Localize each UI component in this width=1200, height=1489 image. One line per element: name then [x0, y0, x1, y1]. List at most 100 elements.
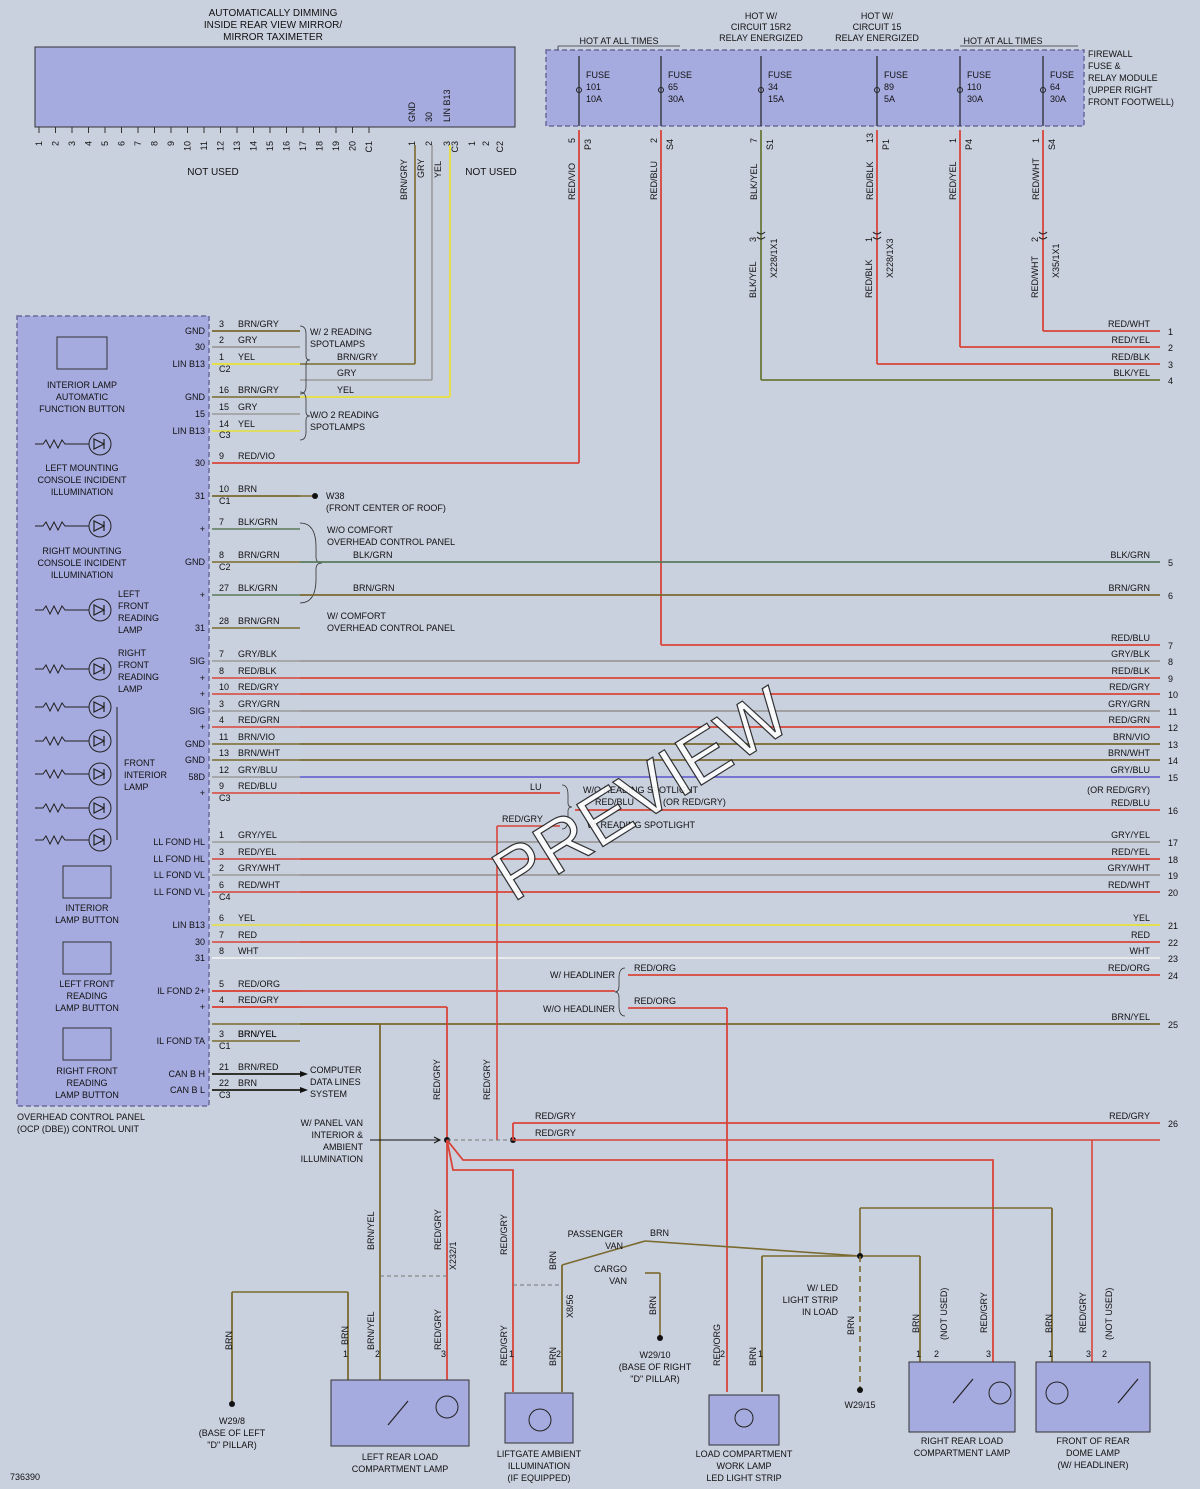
pin-number: 2	[219, 335, 224, 345]
brace	[299, 325, 311, 395]
wire-label: RED/VIO	[567, 163, 577, 200]
pin-number: 6	[219, 913, 224, 923]
switch-icon	[387, 1400, 409, 1426]
right-wire-label: GRY/GRN	[1108, 699, 1150, 709]
pin-number: 7	[219, 930, 224, 940]
ground-label: W29/8	[219, 1416, 245, 1426]
note: W/ 2 READING	[310, 327, 372, 337]
wire-label: RED/GRY	[433, 1309, 443, 1350]
mirror-not-used: NOT USED	[187, 167, 239, 178]
pin-function: 30	[195, 458, 205, 468]
right-wire-label: RED/YEL	[1111, 335, 1150, 345]
pin-number: 7	[219, 517, 224, 527]
switch-icon	[1117, 1378, 1139, 1404]
right-wire-label: BLK/GRN	[1110, 550, 1150, 560]
led-icon	[734, 1408, 754, 1428]
wire-label: BRN	[846, 1316, 856, 1335]
pin-function: 30	[195, 342, 205, 352]
pin-number: 6	[219, 880, 224, 890]
switch-icon	[952, 1378, 974, 1404]
fuse-icon	[758, 87, 764, 93]
fuse-label: FUSE	[668, 70, 692, 80]
fuse-icon	[658, 87, 664, 93]
mirror-pin: 3	[67, 141, 77, 146]
pin-number: 1	[219, 830, 224, 840]
wire-label: GRY/YEL	[238, 830, 277, 840]
right-wire-label: RED/GRY	[1109, 1111, 1150, 1121]
pin-number: 27	[219, 583, 229, 593]
wire-label: RED/BLU	[238, 781, 277, 791]
fuse-label: 15A	[768, 94, 784, 104]
right-terminal: 19	[1168, 871, 1178, 881]
connector-label: C3	[219, 1090, 231, 1100]
pin-function: 31	[195, 491, 205, 501]
wire-label: BRN/YEL	[238, 1029, 277, 1039]
wire-label: BRN/RED	[238, 1062, 279, 1072]
wire-label: RED/GRY	[499, 1214, 509, 1255]
right-wire-label: RED/ORG	[1108, 963, 1150, 973]
bulb-icon	[435, 1395, 459, 1419]
led-icon	[93, 604, 106, 616]
wire-label: RED/WHT	[1030, 256, 1040, 298]
note: SPOTLAMPS	[310, 422, 365, 432]
lamp-label: RIGHT REAR LOAD	[921, 1436, 1004, 1446]
component-label: INTERIOR	[124, 770, 168, 780]
button-component	[56, 336, 108, 370]
right-wire-label: RED/GRN	[1108, 715, 1150, 725]
wire-label: RED/GRY	[433, 1209, 443, 1250]
fuse-relay-module	[545, 49, 1085, 127]
pin-function: +	[200, 788, 205, 798]
wire-label: BRN/GRY	[399, 159, 409, 200]
pin-number: 7	[219, 649, 224, 659]
component-label: CONSOLE INCIDENT	[37, 475, 127, 485]
wire-red-gry	[446, 1139, 514, 1392]
fuse-icon	[576, 87, 582, 93]
fuse-label: 64	[1050, 82, 1060, 92]
pin-function: +	[200, 590, 205, 600]
resistor	[35, 520, 89, 532]
pin-number: 15	[219, 402, 229, 412]
right-terminal: 4	[1168, 376, 1173, 386]
mirror-pin: 4	[84, 141, 94, 146]
note: INTERIOR &	[311, 1130, 363, 1140]
led-icon	[93, 438, 106, 450]
wire-label: LU	[530, 782, 542, 792]
right-wire-label: GRY/BLK	[1111, 649, 1150, 659]
right-wire-label: BRN/VIO	[1113, 732, 1150, 742]
note: COMPUTER	[310, 1065, 362, 1075]
fuse-pin: 2	[649, 138, 659, 143]
mirror-pin: 10	[183, 141, 193, 151]
mirror-pin: 9	[166, 141, 176, 146]
mirror-pin: 18	[315, 141, 325, 151]
wire-label: BRN/YEL	[366, 1311, 376, 1350]
wire-label: RED/VIO	[238, 451, 275, 461]
component-label: LEFT	[118, 589, 141, 599]
watermark: PREVIEW	[479, 673, 803, 917]
mirror-pin: 16	[282, 141, 292, 151]
fuse-icon	[874, 87, 880, 93]
fuse-icon	[1040, 87, 1046, 93]
terminal-pin: 1	[916, 1349, 921, 1359]
wire	[644, 1240, 861, 1257]
component-label: READING	[66, 1078, 107, 1088]
right-wire-label: RED/YEL	[1111, 847, 1150, 857]
pin-number: 1	[219, 352, 224, 362]
inline-connector	[1038, 231, 1048, 240]
right-terminal: 23	[1168, 954, 1178, 964]
component-label: LEFT FRONT	[59, 979, 115, 989]
component-label: READING	[118, 613, 159, 623]
right-wire-label: BRN/YEL	[1111, 1012, 1150, 1022]
mirror-pin: 2	[481, 141, 491, 146]
pin-function: CAN B L	[170, 1085, 205, 1095]
component-label: CONSOLE INCIDENT	[37, 558, 127, 568]
mirror-not-used-2: NOT USED	[465, 167, 517, 178]
inline-connector	[872, 231, 882, 240]
right-terminal: 20	[1168, 888, 1178, 898]
wire-label: BRN	[238, 1078, 257, 1088]
terminal-pin: 2	[934, 1349, 939, 1359]
mirror-module	[34, 46, 516, 128]
right-terminal: 11	[1168, 707, 1177, 717]
brace	[614, 967, 626, 1017]
button-component	[62, 865, 112, 899]
connector-pin: 2	[1030, 237, 1040, 242]
